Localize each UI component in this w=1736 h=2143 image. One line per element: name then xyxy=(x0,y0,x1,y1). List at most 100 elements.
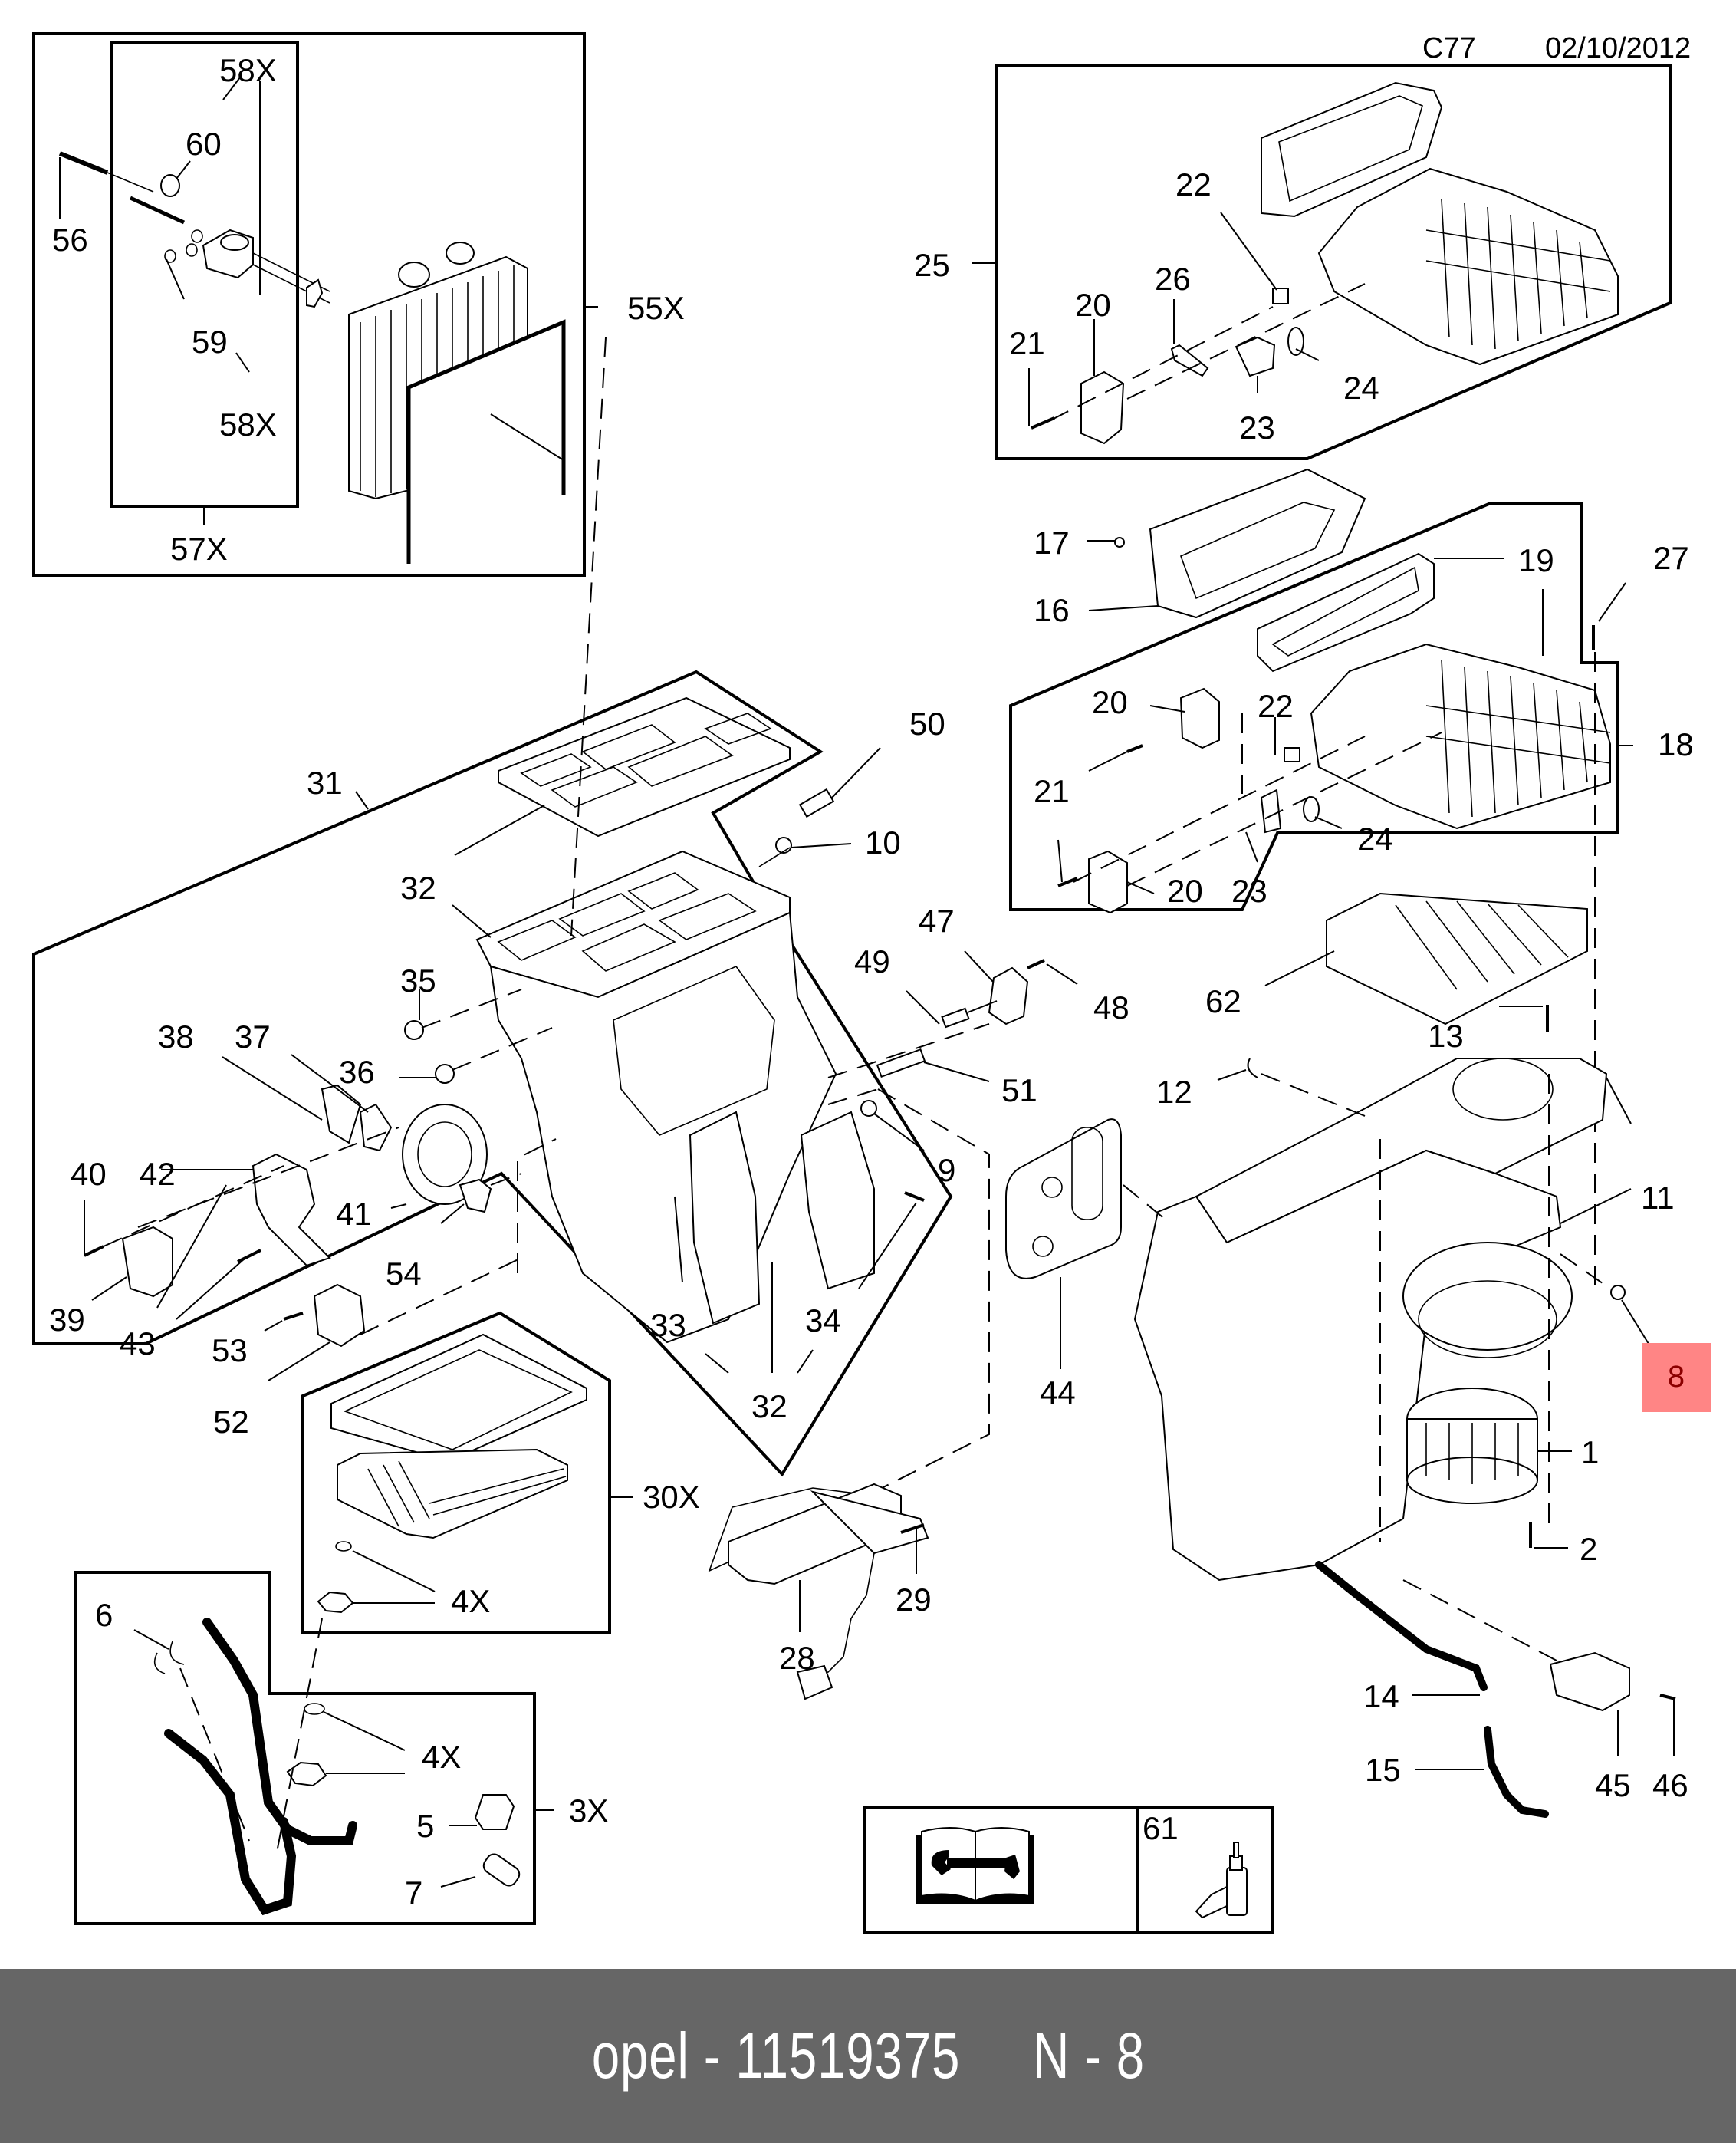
callout-12[interactable]: 12 xyxy=(1156,1074,1192,1110)
callout-29[interactable]: 29 xyxy=(896,1582,932,1618)
callout-36[interactable]: 36 xyxy=(339,1054,375,1090)
callout-61[interactable]: 61 xyxy=(1143,1810,1179,1846)
callout-14[interactable]: 14 xyxy=(1363,1678,1399,1714)
callout-20[interactable]: 20 xyxy=(1075,287,1111,323)
sleeve-7 xyxy=(482,1853,521,1887)
callout-53[interactable]: 53 xyxy=(212,1332,248,1368)
callout-50[interactable]: 50 xyxy=(909,706,945,742)
clamp-4x-upper xyxy=(317,1591,354,1614)
clamp-4x-lower xyxy=(286,1761,327,1787)
callout-24[interactable]: 24 xyxy=(1357,821,1393,857)
callout-40[interactable]: 40 xyxy=(71,1156,107,1192)
callout-51[interactable]: 51 xyxy=(1001,1072,1037,1108)
callout-48[interactable]: 48 xyxy=(1093,989,1129,1025)
callout-49[interactable]: 49 xyxy=(854,943,890,979)
callout-13[interactable]: 13 xyxy=(1428,1018,1464,1054)
callout-7[interactable]: 7 xyxy=(405,1875,422,1911)
callout-5[interactable]: 5 xyxy=(416,1808,434,1844)
callout-54[interactable]: 54 xyxy=(386,1256,422,1292)
callout-52[interactable]: 52 xyxy=(213,1404,249,1440)
callout-62[interactable]: 62 xyxy=(1205,983,1241,1019)
callout-59[interactable]: 59 xyxy=(192,324,228,360)
callout-38[interactable]: 38 xyxy=(158,1019,194,1055)
callout-24[interactable]: 24 xyxy=(1343,370,1379,406)
callout-37[interactable]: 37 xyxy=(235,1019,271,1055)
aux-heater-cable xyxy=(812,1552,875,1677)
callout-31[interactable]: 31 xyxy=(307,765,343,801)
clip-10 xyxy=(775,837,792,854)
group-frame-3x xyxy=(74,1571,536,1925)
callout-18[interactable]: 18 xyxy=(1658,726,1694,762)
callout-25[interactable]: 25 xyxy=(914,247,950,283)
callout-23[interactable]: 23 xyxy=(1239,410,1275,446)
callout-41[interactable]: 41 xyxy=(336,1196,372,1232)
footer-separator: - xyxy=(689,2020,735,2092)
callout-32[interactable]: 32 xyxy=(751,1388,787,1424)
callout-20[interactable]: 20 xyxy=(1167,873,1203,909)
repair-manual-icon[interactable] xyxy=(916,1827,1034,1904)
clip-22-lower xyxy=(1284,747,1300,762)
callout-39[interactable]: 39 xyxy=(49,1302,85,1338)
housing-18 xyxy=(1310,643,1611,830)
callout-34[interactable]: 34 xyxy=(805,1302,841,1338)
screw-53 xyxy=(283,1312,304,1321)
distribution-group-18: 19 27 18 20 22 21 24 20 23 xyxy=(1009,502,1694,1289)
callout-9[interactable]: 9 xyxy=(938,1152,955,1188)
callout-44[interactable]: 44 xyxy=(1040,1374,1076,1411)
callout-21[interactable]: 21 xyxy=(1034,773,1070,809)
callout-4x[interactable]: 4X xyxy=(422,1739,461,1775)
screw-21-lower xyxy=(1057,877,1078,887)
callout-42[interactable]: 42 xyxy=(140,1156,176,1192)
callout-22[interactable]: 22 xyxy=(1175,166,1212,202)
heater-seal xyxy=(330,1333,587,1463)
housing-grid xyxy=(1425,199,1611,350)
callout-26[interactable]: 26 xyxy=(1155,261,1191,297)
callout-28[interactable]: 28 xyxy=(779,1640,815,1676)
notes-frame xyxy=(863,1806,1274,1934)
callout-30x[interactable]: 30X xyxy=(643,1479,700,1515)
callout-2[interactable]: 2 xyxy=(1580,1531,1597,1567)
clip-22 xyxy=(1272,288,1289,304)
callout-32[interactable]: 32 xyxy=(400,870,436,906)
callout-58x[interactable]: 58X xyxy=(219,52,277,88)
callout-11[interactable]: 11 xyxy=(1641,1180,1675,1216)
callout-55x[interactable]: 55X xyxy=(627,290,685,326)
callout-33[interactable]: 33 xyxy=(650,1307,686,1343)
callout-58x[interactable]: 58X xyxy=(219,407,277,443)
actuator-42 xyxy=(252,1153,331,1267)
callout-19[interactable]: 19 xyxy=(1518,542,1554,578)
actuator-54 xyxy=(459,1178,492,1213)
resistor-45 xyxy=(1549,1651,1630,1712)
callout-3x[interactable]: 3X xyxy=(569,1792,608,1829)
highlight-badge[interactable] xyxy=(1642,1343,1711,1412)
callout-21[interactable]: 21 xyxy=(1009,325,1045,361)
callout-23[interactable]: 23 xyxy=(1231,873,1267,909)
callout-10[interactable]: 10 xyxy=(865,825,901,861)
callout-20[interactable]: 20 xyxy=(1092,684,1128,720)
callout-43[interactable]: 43 xyxy=(120,1325,156,1361)
heater-pipe-group-3x: 6 4X 5 3X 7 xyxy=(74,1571,608,1925)
callout-27[interactable]: 27 xyxy=(1653,540,1689,576)
callout-1[interactable]: 1 xyxy=(1581,1434,1599,1470)
callout-15[interactable]: 15 xyxy=(1365,1752,1401,1788)
callout-45[interactable]: 45 xyxy=(1595,1767,1631,1803)
callout-35[interactable]: 35 xyxy=(400,963,436,999)
callout-4x[interactable]: 4X xyxy=(451,1583,490,1619)
callout-60[interactable]: 60 xyxy=(186,126,222,162)
callout-6[interactable]: 6 xyxy=(95,1597,113,1633)
fan-wheel-41 xyxy=(402,1104,488,1205)
seal-block-5 xyxy=(474,1794,515,1830)
callout-16[interactable]: 16 xyxy=(1034,592,1070,628)
group-frame-25 xyxy=(995,64,1672,460)
screw-43 xyxy=(237,1249,261,1263)
callout-8-highlighted[interactable]: 8 xyxy=(1668,1360,1685,1394)
callout-57x[interactable]: 57X xyxy=(170,531,228,567)
diagram-date: 02/10/2012 xyxy=(1545,32,1691,64)
callout-46[interactable]: 46 xyxy=(1652,1767,1688,1803)
callout-47[interactable]: 47 xyxy=(919,903,955,939)
drain-elbow-15 xyxy=(1484,1726,1549,1818)
lever-38 xyxy=(321,1084,362,1144)
callout-56[interactable]: 56 xyxy=(52,222,88,258)
callout-17[interactable]: 17 xyxy=(1034,525,1070,561)
callout-22[interactable]: 22 xyxy=(1258,688,1294,724)
